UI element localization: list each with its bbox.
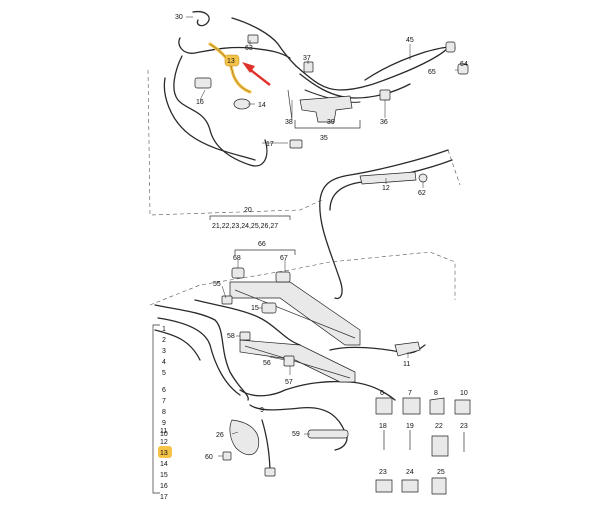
index-item-14: 14 <box>160 461 168 468</box>
callout-37: 37 <box>303 55 311 62</box>
index-item-5: 5 <box>162 370 166 377</box>
clip-label-7: 23 <box>460 423 468 430</box>
central-rail <box>229 281 361 383</box>
callout-23: 23 <box>379 469 387 476</box>
index-item-6: 6 <box>162 387 166 394</box>
callout-68: 68 <box>233 255 241 262</box>
callout-57: 57 <box>285 379 293 386</box>
lower-hose-assembly <box>154 299 426 476</box>
index-item-8: 8 <box>162 409 166 416</box>
index-item-1: 1 <box>162 326 166 333</box>
callout-39: 39 <box>327 119 335 126</box>
upper-region-border <box>147 69 323 216</box>
callout-14: 14 <box>258 102 266 109</box>
callout-16: 16 <box>196 99 204 106</box>
callout-60: 60 <box>205 454 213 461</box>
index-bracket <box>152 324 160 494</box>
leader-lines <box>186 16 458 457</box>
callout-66: 66 <box>258 241 266 248</box>
index-item-9: 9 <box>162 420 166 427</box>
callout-9: 9 <box>260 407 264 414</box>
callout-59: 59 <box>292 431 300 438</box>
callout-63: 63 <box>245 45 253 52</box>
group-20-bracket <box>209 215 291 220</box>
lower-region-border <box>149 251 456 306</box>
clip-grid-labels: 6 7 8 10 18 19 22 23 <box>379 390 468 430</box>
index-item-10: 10 <box>160 431 168 438</box>
clip-grid <box>375 397 471 495</box>
top-hose-assembly <box>163 10 456 167</box>
group-66-bracket <box>234 249 296 255</box>
clip-label-0: 6 <box>380 390 384 397</box>
callout-67: 67 <box>280 255 288 262</box>
callout-56: 56 <box>263 360 271 367</box>
index-list: 1 2 3 4 5 6 7 8 9 10 11 12 13 14 15 16 1… <box>158 326 172 501</box>
index-highlight-marker <box>158 446 172 458</box>
callout-labels: 30 63 37 45 65 64 16 14 38 39 36 35 17 1… <box>175 14 468 476</box>
upper-region-border-right <box>447 149 461 186</box>
callout-13-top-label: 13 <box>227 58 235 65</box>
clip-label-3: 10 <box>460 390 468 397</box>
callout-35: 35 <box>320 135 328 142</box>
highlighted-hose-13-outline <box>209 43 251 93</box>
callout-38: 38 <box>285 119 293 126</box>
clip-label-2: 8 <box>434 390 438 397</box>
callout-24: 24 <box>406 469 414 476</box>
index-item-2: 2 <box>162 337 166 344</box>
callout-64: 64 <box>460 61 468 68</box>
callout-45: 45 <box>406 37 414 44</box>
red-pointer-arrow <box>242 62 271 86</box>
clip-label-1: 7 <box>408 390 412 397</box>
callout-13-top: 13 <box>224 54 240 67</box>
callout-62: 62 <box>418 190 426 197</box>
index-item-4: 4 <box>162 359 166 366</box>
index-item-15: 15 <box>160 472 168 479</box>
index-item-13: 13 <box>160 450 168 457</box>
lower-small-parts <box>221 267 421 477</box>
index-item-12: 12 <box>160 439 168 446</box>
callout-26: 26 <box>216 432 224 439</box>
callout-20: 20 <box>244 207 252 214</box>
callout-15: 15 <box>251 305 259 312</box>
callout-36: 36 <box>380 119 388 126</box>
callout-65: 65 <box>428 69 436 76</box>
callout-58: 58 <box>227 333 235 340</box>
index-item-17: 17 <box>160 494 168 501</box>
clip-label-4: 18 <box>379 423 387 430</box>
index-item-3: 3 <box>162 348 166 355</box>
group-list-21-27: 21,22,23,24,25,26,27 <box>212 223 278 230</box>
index-item-7: 7 <box>162 398 166 405</box>
group-35-bracket <box>294 120 361 129</box>
callout-30: 30 <box>175 14 183 21</box>
clip-label-5: 19 <box>406 423 414 430</box>
callout-12: 12 <box>382 185 390 192</box>
callout-17: 17 <box>266 141 274 148</box>
index-item-11: 11 <box>160 428 167 435</box>
callout-11: 11 <box>403 361 410 368</box>
clip-label-6: 22 <box>435 423 443 430</box>
index-item-16: 16 <box>160 483 168 490</box>
callout-25: 25 <box>437 469 445 476</box>
highlighted-hose-13 <box>208 42 252 94</box>
top-small-parts <box>194 34 469 149</box>
callout-55: 55 <box>213 281 221 288</box>
mid-hose-12 <box>319 149 453 300</box>
